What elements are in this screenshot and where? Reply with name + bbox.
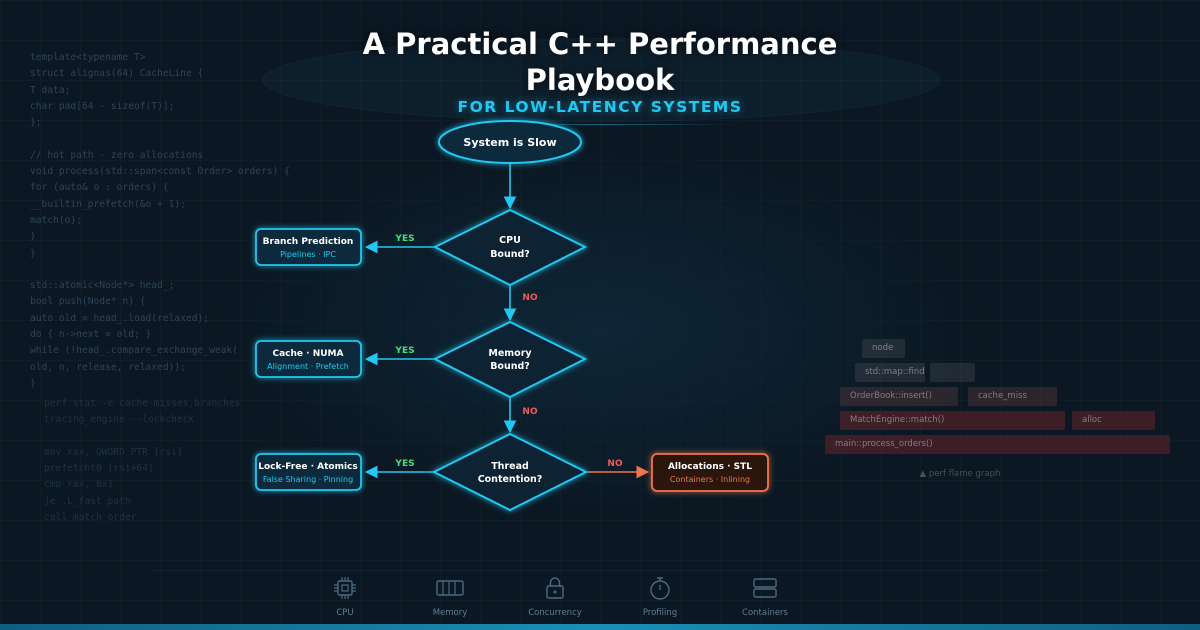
cpu-icon <box>334 577 356 599</box>
code-line: bool push(Node* n) { <box>30 296 146 308</box>
decision-thread: Thread Contention? <box>431 432 589 512</box>
asm-line: tracing_engine --lockcheck <box>44 414 195 426</box>
asm-snippet-background: perf stat -e cache-misses,branches tracin… <box>44 396 304 526</box>
outcome-branch-prediction-title: Branch Prediction <box>263 237 354 247</box>
flame-frame: std::map::find <box>855 363 925 382</box>
outcome-branch-prediction: Branch Prediction Pipelines · IPC <box>255 228 362 266</box>
code-line: struct alignas(64) CacheLine { <box>30 68 204 80</box>
dock-label-profiling: Profiling <box>642 608 678 618</box>
flame-frame: main::process_orders() <box>825 435 1170 454</box>
flame-graph-caption: ▲ perf flame graph <box>919 469 1001 479</box>
memory-icon <box>436 580 464 596</box>
flame-frame: cache_miss <box>968 387 1057 406</box>
bottom-accent-bar <box>0 624 1200 630</box>
code-line: } <box>30 231 36 243</box>
start-node-label: System is Slow <box>463 136 556 149</box>
yes-label-thread: YES <box>394 459 414 469</box>
outcome-allocations-subtitle: Containers · Inlining <box>670 475 750 484</box>
code-line: char pad[64 - sizeof(T)]; <box>30 100 175 112</box>
dock-item-containers[interactable]: Containers <box>715 575 815 618</box>
outcome-branch-prediction-subtitle: Pipelines · IPC <box>280 250 336 259</box>
server-icon <box>753 578 777 598</box>
connectors <box>364 164 650 479</box>
code-line: } <box>30 377 36 389</box>
code-line: do { n->next = old; } <box>30 329 152 341</box>
code-line: match(o); <box>30 214 82 226</box>
dock-label-concurrency: Concurrency <box>528 608 582 618</box>
topic-dock: CPU Memory Concurrency Profiling <box>150 570 1050 627</box>
yes-label-memory: YES <box>394 346 414 356</box>
dock-item-concurrency[interactable]: Concurrency <box>505 575 605 618</box>
page-subtitle: FOR LOW-LATENCY SYSTEMS <box>457 98 743 116</box>
outcome-lock-free-title: Lock-Free · Atomics <box>258 462 357 472</box>
dock-item-cpu[interactable]: CPU <box>295 575 395 618</box>
stopwatch-icon <box>650 577 670 600</box>
code-line: while (!head_.compare_exchange_weak( <box>30 345 238 357</box>
outcome-allocations: Allocations · STL Containers · Inlining <box>651 453 769 492</box>
flame-frame: OrderBook::insert() <box>840 387 958 406</box>
decision-cpu: CPU Bound? <box>432 208 588 287</box>
code-line: template<typename T> <box>30 52 146 63</box>
flame-frame: MatchEngine::match() <box>840 411 1065 430</box>
no-label-memory: NO <box>522 407 538 417</box>
dock-item-profiling[interactable]: Profiling <box>610 575 710 618</box>
yes-label-cpu: YES <box>394 234 414 244</box>
code-line: for (auto& o : orders) { <box>30 182 169 194</box>
code-snippet-background: template<typename T> struct alignas(64) C… <box>30 50 290 392</box>
no-label-thread: NO <box>607 459 623 469</box>
outcome-cache-numa: Cache · NUMA Alignment · Prefetch <box>255 340 362 378</box>
asm-line: je .L_fast_path <box>44 495 131 507</box>
branch-labels: YES YES YES NO NO NO <box>394 234 623 469</box>
outcome-cache-numa-title: Cache · NUMA <box>273 349 344 359</box>
lock-icon <box>546 577 564 599</box>
dock-label-containers: Containers <box>742 608 788 618</box>
asm-line: call match_order <box>44 512 137 524</box>
no-label-cpu: NO <box>522 293 538 303</box>
decision-cpu-line2: Bound? <box>490 249 530 260</box>
outcome-lock-free: Lock-Free · Atomics False Sharing · Pinn… <box>255 453 362 491</box>
flame-frame: alloc <box>1072 411 1155 430</box>
decision-memory-line1: Memory <box>488 348 532 359</box>
title-halo <box>262 38 940 122</box>
decision-thread-line1: Thread <box>491 461 529 472</box>
decision-memory-line2: Bound? <box>490 361 530 372</box>
flame-frame: node <box>862 339 905 358</box>
code-line: auto old = head_.load(relaxed); <box>30 312 210 324</box>
title-line-2: Playbook <box>525 63 675 97</box>
code-line: // hot path - zero allocations <box>30 149 204 161</box>
subtitle-rule <box>470 124 735 125</box>
start-node: System is Slow <box>438 120 582 164</box>
code-line: T data; <box>30 84 71 96</box>
asm-line: mov rax, QWORD PTR [rsi] <box>44 446 183 458</box>
code-line: old, n, release, relaxed)); <box>30 361 186 373</box>
decision-cpu-line1: CPU <box>499 235 521 246</box>
code-line: void process(std::span<const Order> orde… <box>30 166 290 178</box>
asm-line: cmp rax, 0x1 <box>44 479 114 491</box>
code-line: std::atomic<Node*> head_; <box>30 280 175 292</box>
flame-frame <box>930 363 975 382</box>
outcome-allocations-title: Allocations · STL <box>668 462 752 472</box>
decision-memory: Memory Bound? <box>432 320 588 399</box>
asm-line: prefetcht0 [rsi+64] <box>44 463 154 475</box>
page-title: A Practical C++ Performance Playbook <box>300 26 900 98</box>
outcome-lock-free-subtitle: False Sharing · Pinning <box>263 475 353 484</box>
asm-line: perf stat -e cache-misses,branches <box>44 398 241 409</box>
dock-label-memory: Memory <box>432 608 468 618</box>
code-line: }; <box>30 117 42 129</box>
decision-thread-line2: Contention? <box>478 474 543 485</box>
code-line: } <box>30 247 36 259</box>
dock-label-cpu: CPU <box>336 608 354 618</box>
outcome-cache-numa-subtitle: Alignment · Prefetch <box>267 362 349 371</box>
dock-item-memory[interactable]: Memory <box>400 575 500 618</box>
code-line: __builtin_prefetch(&o + 1); <box>30 198 186 210</box>
title-line-1: A Practical C++ Performance <box>362 27 838 61</box>
